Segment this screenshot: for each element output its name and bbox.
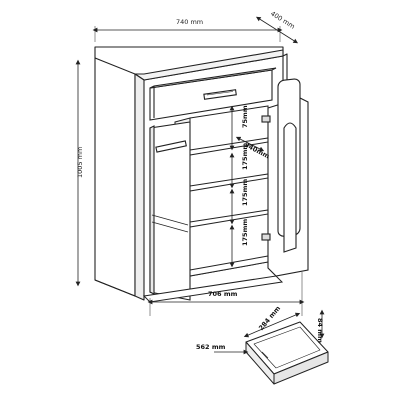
label-drawer-depth: 284 mm (257, 304, 282, 332)
cabinet-left-side (94, 57, 136, 297)
drawer-dimension-lines (214, 309, 325, 355)
left-door (149, 121, 191, 301)
left-door-handle (155, 140, 187, 153)
dimension-lines (75, 16, 305, 316)
hinge-bottom (261, 233, 271, 241)
label-height: 1005 mm (76, 147, 84, 178)
interior-back (189, 105, 269, 277)
hinge-top (261, 115, 271, 123)
label-shelf-gap-4: 175mm (241, 219, 249, 246)
top-drawer (149, 67, 277, 121)
right-door (261, 78, 309, 277)
label-drawer-width: 562 mm (196, 343, 226, 351)
label-drawer-height: 84 mm (316, 318, 324, 343)
cabinet-front-strip (134, 73, 145, 301)
label-overall-width: 740 mm (176, 18, 203, 26)
label-shelf-gap-1: 75mm (241, 105, 249, 128)
label-shelf-gap-3: 175mm (241, 179, 249, 206)
drawer-detail (245, 321, 329, 385)
drawer-detail-right (273, 351, 329, 385)
label-shelf-gap-2: 175mm (241, 143, 249, 170)
label-inner-width: 706 mm (208, 290, 238, 298)
